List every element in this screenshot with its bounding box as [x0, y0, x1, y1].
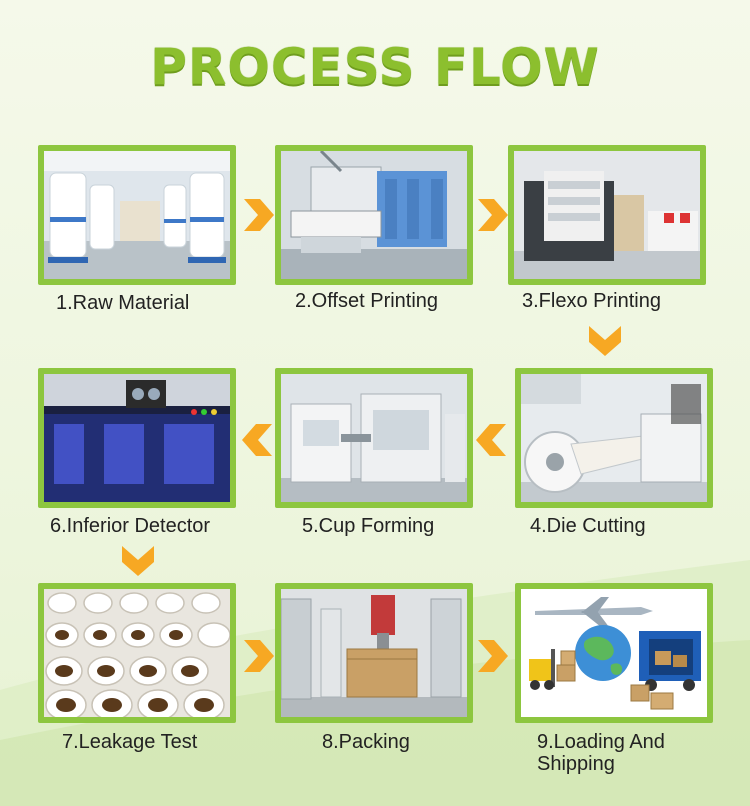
arrow-down-icon: [589, 326, 621, 356]
arrow-left-icon: [476, 424, 506, 456]
arrow-down-icon: [122, 546, 154, 576]
step-6-image: [38, 368, 236, 508]
packing-photo: [281, 589, 467, 717]
cup-forming-photo: [281, 374, 467, 502]
step-2-label: 2.Offset Printing: [295, 290, 439, 312]
die-cutting-photo: [521, 374, 707, 502]
step-2-image: [275, 145, 473, 285]
flexo-printing-photo: [514, 151, 700, 279]
step-5-label: 5.Cup Forming: [302, 515, 435, 537]
step-3-label: 3.Flexo Printing: [522, 290, 661, 312]
step-3-image: [508, 145, 706, 285]
offset-printing-photo: [281, 151, 467, 279]
arrow-right-icon: [478, 640, 508, 672]
step-8-image: [275, 583, 473, 723]
page-title: PROCESS FLOW: [150, 38, 600, 96]
step-5-image: [275, 368, 473, 508]
inferior-detector-photo: [44, 374, 230, 502]
step-9-label: 9.Loading And Shipping: [537, 731, 665, 775]
loading-shipping-photo: [521, 589, 707, 717]
arrow-right-icon: [244, 640, 274, 672]
arrow-right-icon: [244, 199, 274, 231]
step-7-label: 7.Leakage Test: [62, 731, 198, 753]
step-7-image: [38, 583, 236, 723]
step-9-image: [515, 583, 713, 723]
raw-material-photo: [44, 151, 230, 279]
step-1-label: 1.Raw Material: [56, 292, 190, 314]
arrow-right-icon: [478, 199, 508, 231]
step-4-image: [515, 368, 713, 508]
step-6-label: 6.Inferior Detector: [50, 515, 211, 537]
leakage-test-photo: [44, 589, 230, 717]
step-4-label: 4.Die Cutting: [530, 515, 646, 537]
step-1-image: [38, 145, 236, 285]
arrow-left-icon: [242, 424, 272, 456]
step-8-label: 8.Packing: [322, 731, 410, 753]
